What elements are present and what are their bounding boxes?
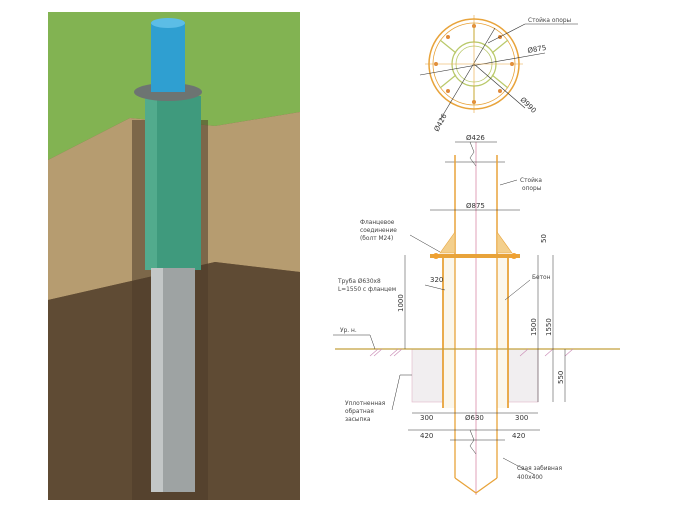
flange-label-2: соединение	[360, 226, 397, 234]
ground-level-label: Ур. н.	[340, 326, 357, 334]
backfill-label-3: засыпка	[345, 415, 371, 423]
dim-550: 550	[557, 371, 565, 384]
pipe-label-2: L=1550 с фланцем	[338, 285, 396, 293]
dim-1550: 1550	[545, 318, 553, 336]
pole-label-1: Стойка	[520, 176, 542, 184]
pile-label-1: Свая забивная	[517, 464, 562, 472]
plan-pole-label: Стойка опоры	[528, 16, 572, 24]
section-d426: Ø426	[466, 134, 485, 142]
plan-d875: Ø875	[527, 44, 547, 55]
section-view	[333, 141, 620, 495]
dim-1500: 1500	[530, 318, 538, 336]
dim-300-right: 300	[515, 414, 528, 422]
dim-d630: Ø630	[465, 414, 484, 422]
pipe-label-1: Труба Ø630х8	[337, 277, 381, 285]
backfill-label-2: обратная	[345, 407, 374, 415]
concrete-label: Бетон	[532, 273, 551, 281]
flange-d875: Ø875	[466, 202, 485, 210]
flange-label-3: (болт М24)	[360, 234, 393, 242]
render-3d	[48, 12, 300, 500]
backfill-label-1: Уплотненная	[345, 399, 386, 407]
dim-420-right: 420	[512, 432, 525, 440]
dim-420-left: 420	[420, 432, 433, 440]
blue-pole	[151, 22, 185, 92]
pole-label-2: опоры	[522, 184, 542, 192]
plan-d426: Ø426	[433, 112, 449, 133]
dim-320: 320	[430, 276, 443, 284]
dim-300-left: 300	[420, 414, 433, 422]
dim-1000: 1000	[397, 294, 405, 312]
plan-view	[419, 15, 578, 121]
pile-label-2: 400х400	[517, 473, 543, 481]
flange-label-1: Фланцевое	[360, 218, 395, 226]
dim-50: 50	[540, 234, 548, 243]
